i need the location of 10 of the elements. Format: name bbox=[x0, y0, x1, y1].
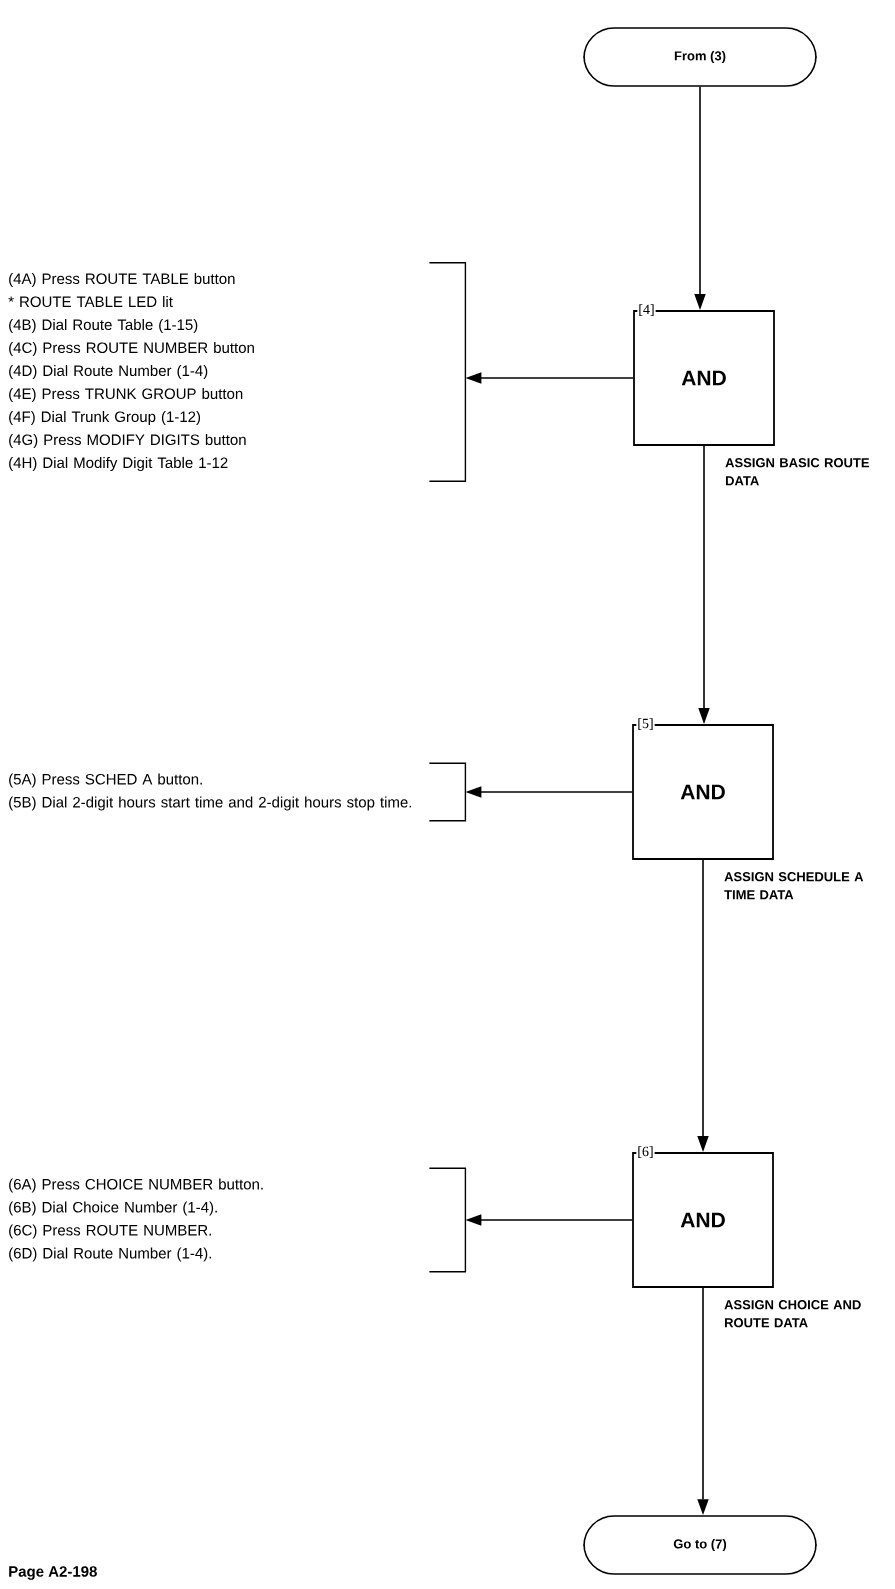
step-number: [6] bbox=[636, 1145, 655, 1159]
page-number: Page A2-198 bbox=[9, 1566, 97, 1580]
step-number: [4] bbox=[637, 303, 656, 317]
step-number: [5] bbox=[636, 717, 655, 731]
step-caption: ASSIGN BASIC ROUTE DATA bbox=[725, 458, 870, 486]
step-list: (5A) Press SCHED A button. (5B) Dial 2-digit hours start time and 2-digit hours stop time. bbox=[9, 762, 467, 822]
step-caption: ASSIGN SCHEDULE A TIME DATA bbox=[724, 872, 864, 900]
step-caption: ASSIGN CHOICE AND ROUTE DATA bbox=[724, 1300, 861, 1328]
step-list: (6A) Press CHOICE NUMBER button. (6B) Dial Choice Number (1-4). (6C) Press ROUTE NUMBER. (6D) Dial Route Number (1-4). bbox=[9, 1167, 467, 1273]
step-list: (4A) Press ROUTE TABLE button * ROUTE TABLE LED lit (4B) Dial Route Table (1-15) (4C) Press ROUTE NUMBER button (4D) Dial Route Number (1-4) (4E) Press TRUNK GROUP button (4F) Dial Trunk Group (1-12) (4G) Press MODIFY DIGITS button (4H) Dial Modify Digit Table 1-12 bbox=[8, 262, 467, 482]
